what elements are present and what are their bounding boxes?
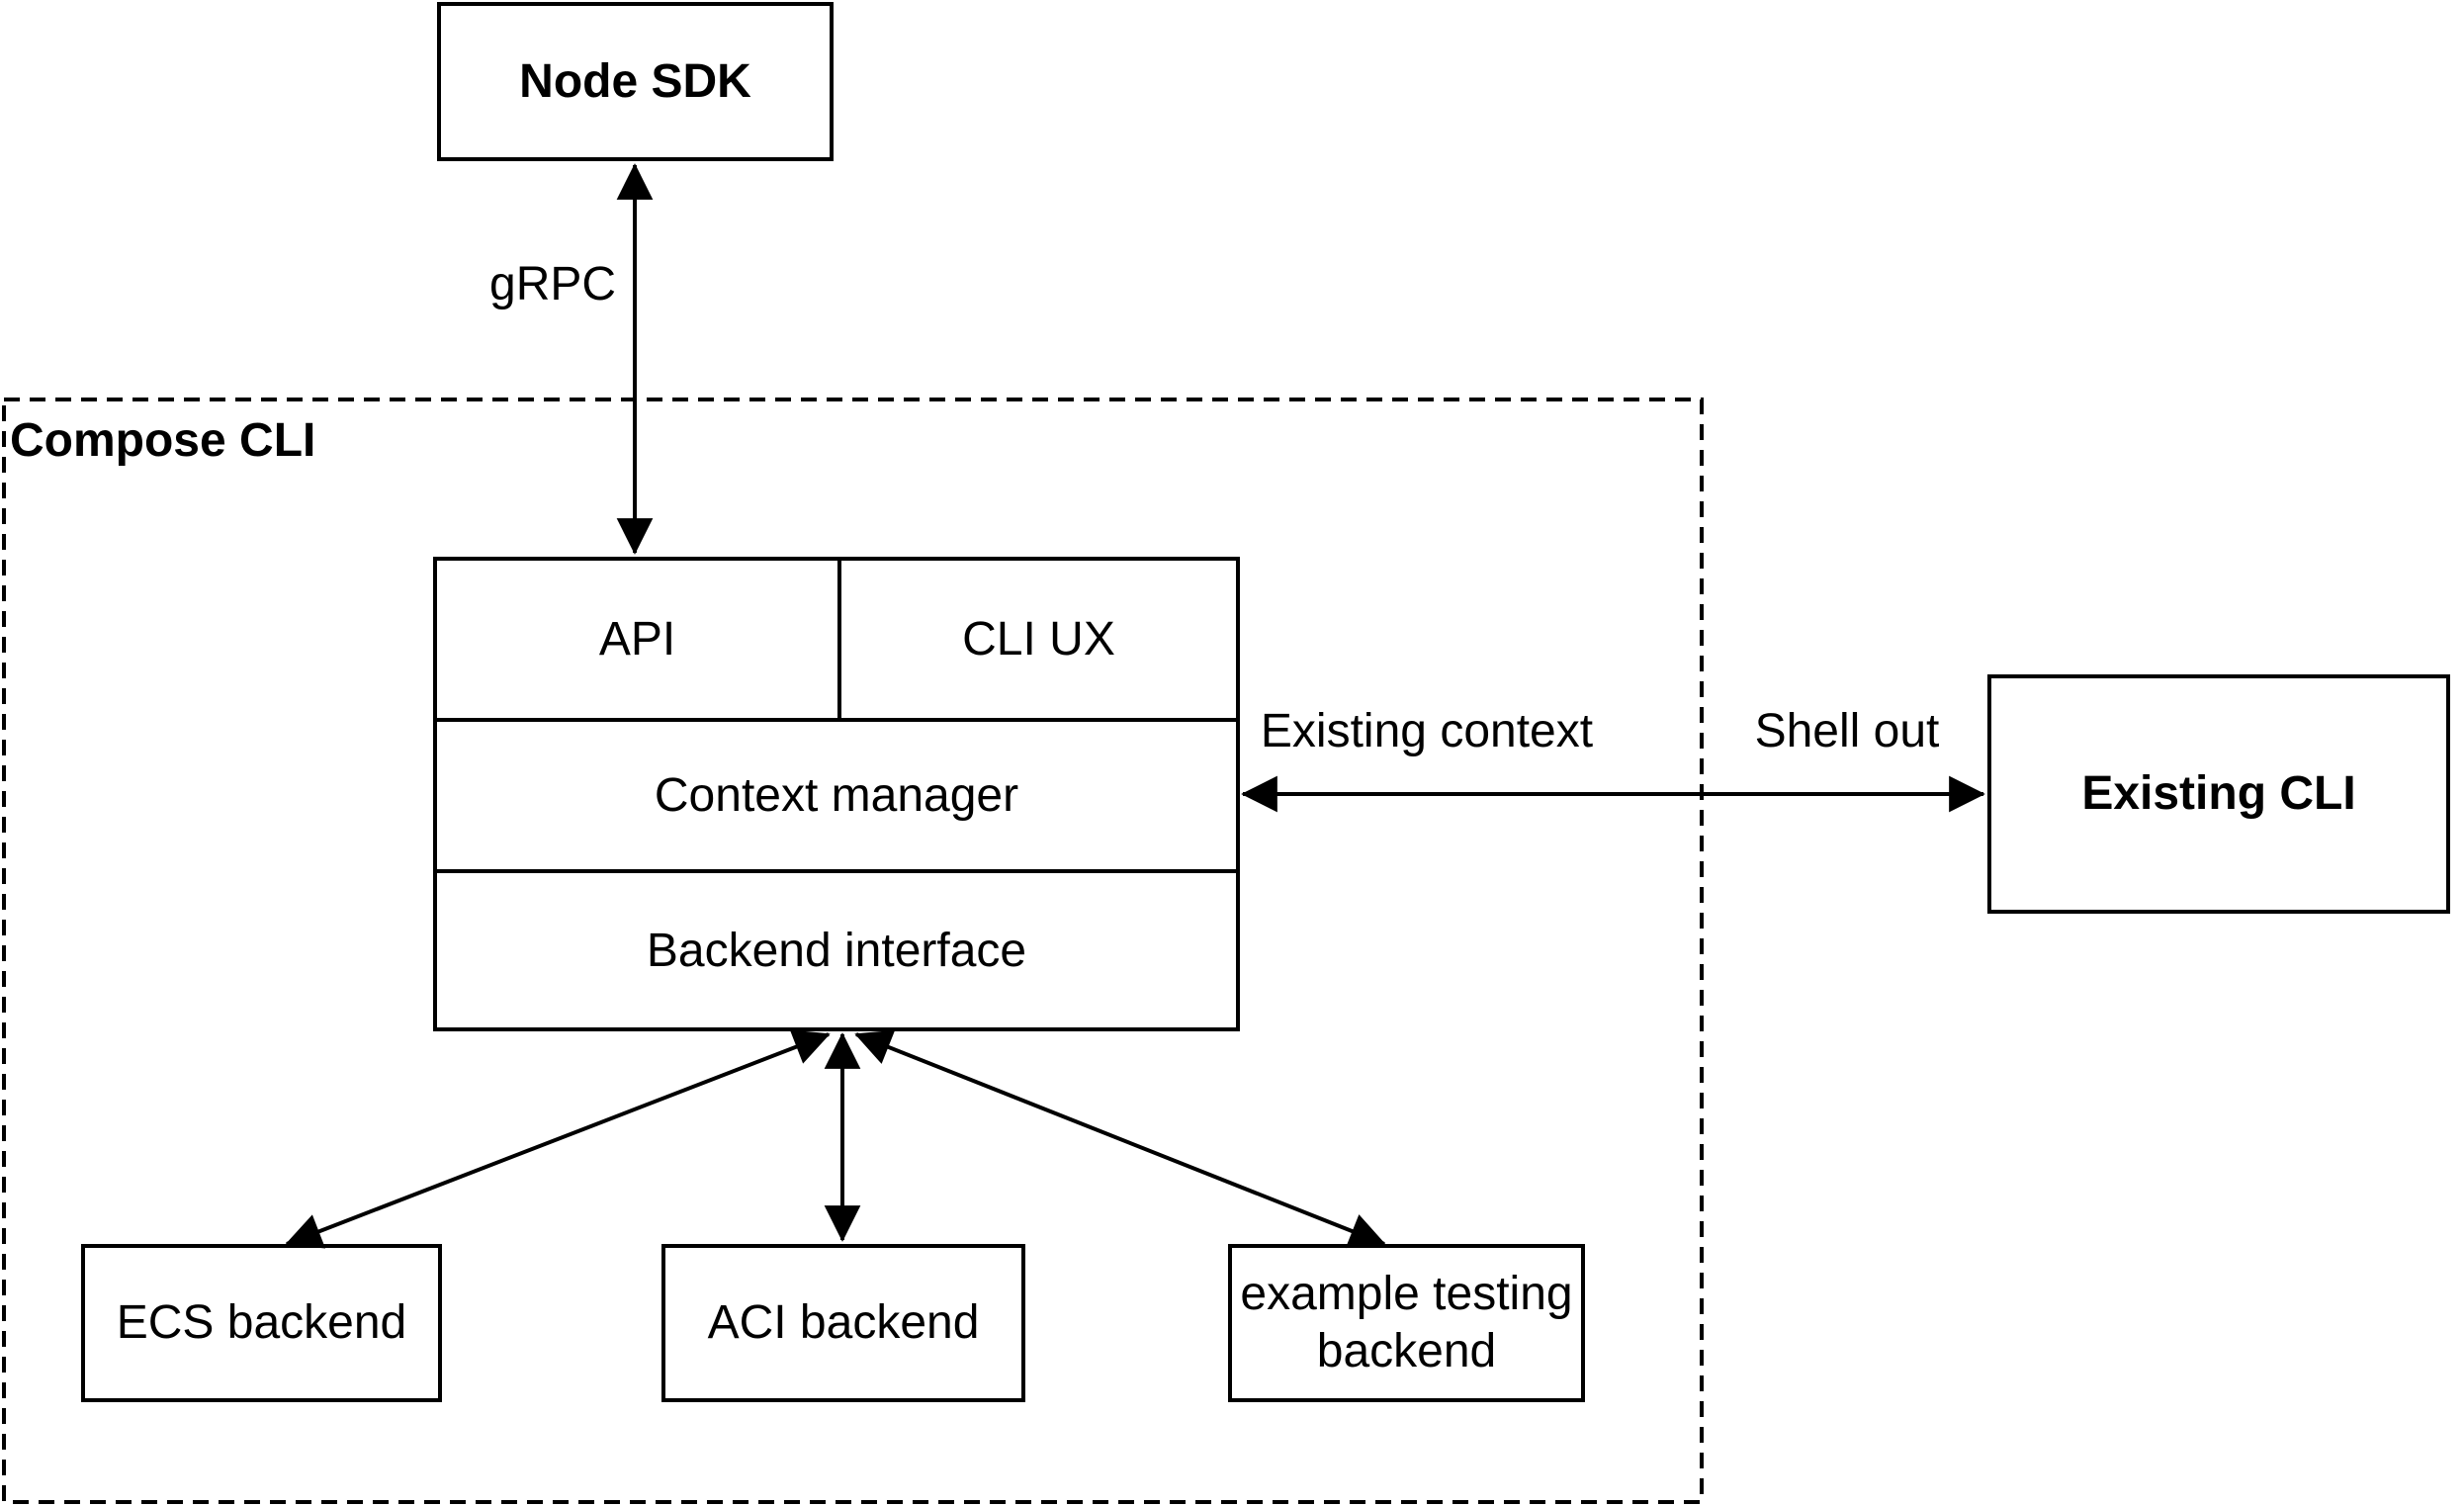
node-sdk-label: Node SDK: [519, 54, 751, 108]
example-testing-backend-label: example testing backend: [1240, 1268, 1573, 1377]
backend-interface-label: Backend interface: [646, 924, 1027, 977]
aci-backend-label: ACI backend: [707, 1296, 980, 1350]
example-testing-backend-box: example testing backend: [1228, 1244, 1585, 1402]
context-manager-cell: Context manager: [437, 722, 1236, 873]
existing-cli-label: Existing CLI: [2081, 767, 2356, 821]
existing-context-label: Existing context: [1260, 705, 1594, 757]
ecs-backend-box: ECS backend: [81, 1244, 442, 1402]
node-sdk-box: Node SDK: [437, 2, 834, 161]
cli-ux-label: CLI UX: [962, 613, 1115, 665]
ecs-backend-arrow: [285, 1029, 831, 1249]
compose-cli-label: Compose CLI: [10, 414, 316, 467]
example-testing-backend-arrow: [854, 1029, 1386, 1249]
api-label: API: [598, 613, 676, 665]
backend-interface-cell: Backend interface: [437, 873, 1236, 1027]
cli-ux-cell: CLI UX: [841, 561, 1236, 718]
compose-cli-core-box: API CLI UX Context manager Backend inter…: [433, 557, 1240, 1031]
aci-backend-box: ACI backend: [661, 1244, 1025, 1402]
existing-cli-box: Existing CLI: [1987, 674, 2450, 914]
core-top-row: API CLI UX: [437, 561, 1236, 722]
api-cell: API: [437, 561, 841, 718]
ecs-backend-label: ECS backend: [116, 1296, 407, 1350]
grpc-label: gRPC: [489, 258, 617, 310]
shell-out-label: Shell out: [1754, 705, 1940, 757]
context-manager-label: Context manager: [654, 769, 1019, 822]
